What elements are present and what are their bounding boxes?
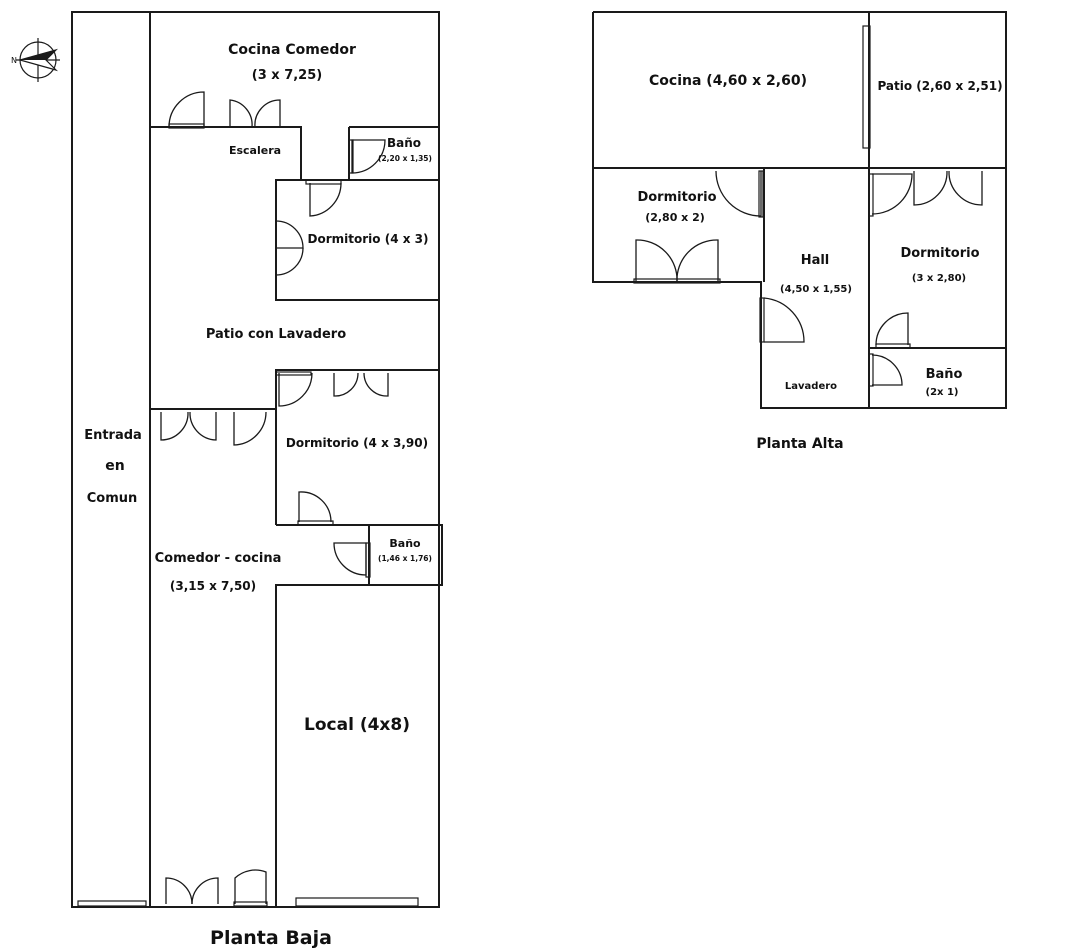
alta-room-hall-dims: (4,50 x 1,55): [780, 284, 852, 295]
planta-alta-doors: [633, 170, 983, 387]
room-comedor-cocina-name: Comedor - cocina: [155, 551, 282, 566]
room-dormitorio-1-label: Dormitorio (4 x 3): [308, 232, 429, 246]
room-comedor-cocina-dims: (3,15 x 7,50): [170, 579, 256, 593]
planta-alta-title: Planta Alta: [756, 436, 843, 452]
compass-letter: N: [11, 56, 17, 65]
room-patio-lavadero-label: Patio con Lavadero: [206, 327, 346, 342]
room-bano-2-name: Baño: [389, 537, 421, 550]
entrada-label-1: Entrada: [84, 428, 142, 443]
alta-room-cocina-label: Cocina (4,60 x 2,60): [649, 73, 807, 89]
room-dormitorio-2-label: Dormitorio (4 x 3,90): [286, 436, 428, 450]
alta-room-patio-label: Patio (2,60 x 2,51): [877, 79, 1002, 93]
room-bano-1-name: Baño: [387, 136, 421, 150]
alta-room-dormitorio-2-name: Dormitorio: [900, 246, 979, 261]
alta-room-dormitorio-1-name: Dormitorio: [637, 190, 716, 205]
planta-baja-title: Planta Baja: [210, 927, 332, 949]
planta-baja-doors: [160, 91, 389, 907]
room-local-label: Local (4x8): [304, 715, 410, 735]
room-escalera-label: Escalera: [229, 144, 281, 157]
north-arrow-icon: [16, 38, 60, 82]
room-bano-2-dims: (1,46 x 1,76): [378, 554, 432, 563]
alta-room-hall-name: Hall: [801, 253, 830, 268]
alta-room-dormitorio-2-dims: (3 x 2,80): [912, 273, 966, 284]
alta-room-lavadero-label: Lavadero: [785, 381, 837, 392]
room-cocina-comedor-dims: (3 x 7,25): [252, 68, 322, 83]
alta-room-bano-dims: (2x 1): [926, 387, 959, 398]
alta-room-dormitorio-1-dims: (2,80 x 2): [645, 211, 705, 224]
alta-room-bano-name: Baño: [926, 367, 963, 382]
entrada-label-2: en: [105, 458, 124, 474]
planta-alta-walls: [592, 11, 1007, 409]
room-cocina-comedor-name: Cocina Comedor: [228, 42, 356, 58]
room-bano-1-dims: (2,20 x 1,35): [378, 154, 432, 163]
entrada-label-3: Comun: [87, 491, 138, 506]
